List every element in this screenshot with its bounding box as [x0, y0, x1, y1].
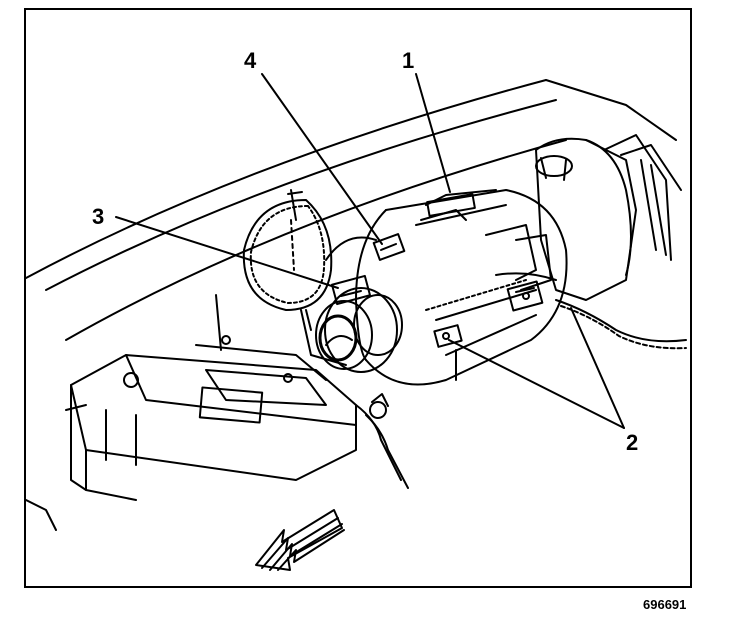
wiring-loop — [242, 189, 377, 331]
cooling-tube-connector — [372, 233, 406, 261]
radiator-support — [26, 294, 409, 531]
callout-1: 1 — [402, 48, 415, 73]
hood-edge-lines — [26, 79, 677, 341]
leader-3 — [115, 216, 339, 289]
front-arrow-icon — [255, 509, 345, 571]
diagram-frame: 1 4 3 2 — [24, 8, 692, 588]
leader-2b — [448, 339, 625, 429]
callout-2: 2 — [626, 430, 639, 455]
mounting-screws — [433, 280, 544, 348]
wiring-harness-right — [555, 299, 687, 350]
blower-motor-housing — [355, 189, 568, 386]
callout-3: 3 — [92, 204, 105, 229]
figure-id: 696691 — [643, 597, 687, 612]
callout-4: 4 — [244, 48, 257, 73]
electrical-connector — [330, 274, 372, 306]
leader-4 — [261, 73, 383, 245]
battery-tray — [65, 335, 357, 501]
leader-1 — [415, 73, 451, 193]
leader-lines — [115, 73, 625, 429]
leader-2a — [570, 307, 625, 429]
motor-outlet — [315, 287, 403, 373]
engine-compartment-illustration — [26, 73, 687, 571]
coolant-reservoir — [535, 134, 682, 301]
